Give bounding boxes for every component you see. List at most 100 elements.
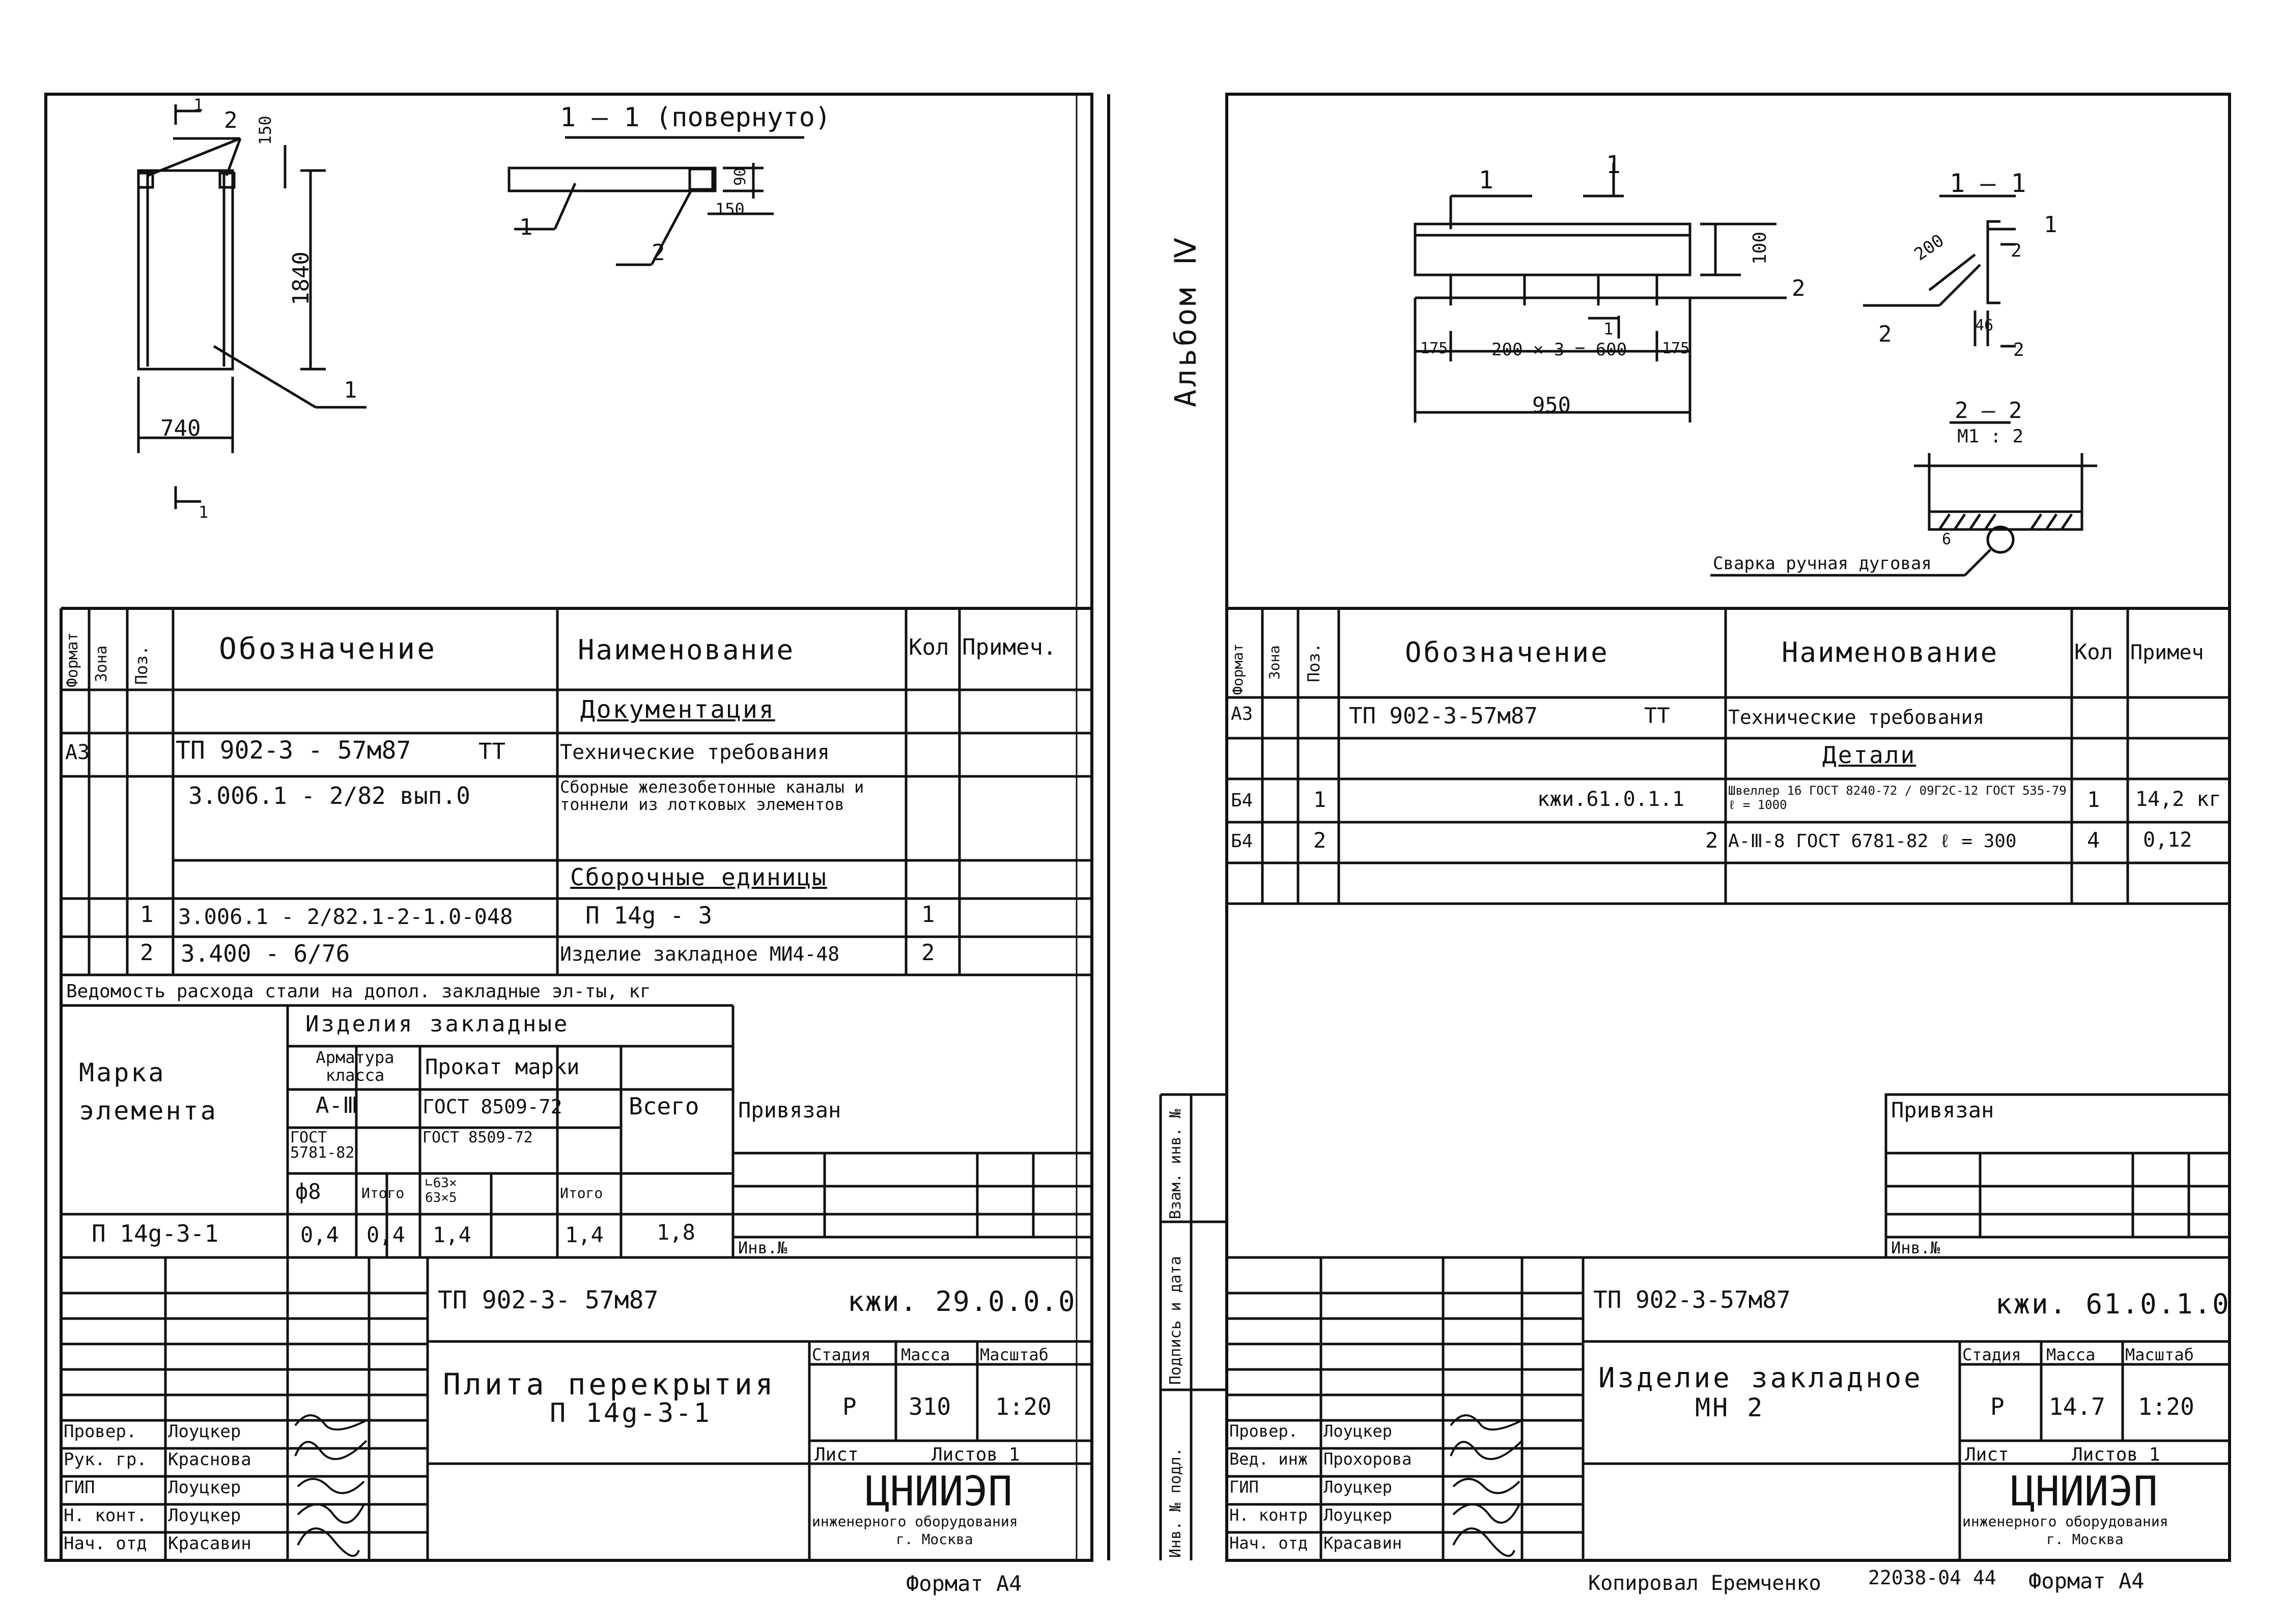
dim-150b: 150 bbox=[715, 200, 745, 219]
spec-row-oboz: 2 bbox=[1705, 828, 1718, 853]
sign-role: Нач. отд bbox=[64, 1533, 147, 1554]
hdr-naim: Наименование bbox=[578, 634, 795, 666]
spec-row-kol: 1 bbox=[921, 902, 935, 928]
spec-row-format: А3 bbox=[1231, 704, 1253, 724]
org-city: г. Москва bbox=[2046, 1531, 2124, 1548]
dim-175b: 175 bbox=[1662, 340, 1690, 357]
list-label: Лист bbox=[814, 1444, 859, 1465]
section-mark-2b: 2 bbox=[2013, 340, 2024, 360]
privyazan-label: Привязан bbox=[738, 1098, 841, 1123]
dim-6: 6 bbox=[1942, 530, 1952, 548]
spec-row-format: Б4 bbox=[1231, 831, 1253, 852]
sign-role: Провер. bbox=[1229, 1421, 1298, 1441]
sign-name: Лоуцкер bbox=[168, 1477, 241, 1498]
spec-row-oboz: ТП 902-3-57м87 bbox=[1349, 703, 1538, 729]
leader-pos1: 1 bbox=[344, 377, 357, 403]
spec-row-assembly: Сборочные единицы bbox=[570, 863, 827, 891]
dim-950: 950 bbox=[1532, 393, 1571, 417]
spec-row-poz: 1 bbox=[140, 902, 154, 928]
stadia-value: Р bbox=[842, 1393, 857, 1420]
masshtab-header: Масштаб bbox=[2125, 1345, 2194, 1364]
massa-header: Масса bbox=[901, 1345, 950, 1364]
sign-name: Лоуцкер bbox=[1323, 1477, 1392, 1497]
steel-table-title: Ведомость расхода стали на допол. заклад… bbox=[66, 981, 651, 1002]
masshtab-value: 1:20 bbox=[2138, 1393, 2194, 1420]
hdr-naim: Наименование bbox=[1782, 636, 1999, 668]
spec-row-doc: Документация bbox=[580, 695, 775, 724]
org-sub: инженерного оборудования bbox=[1962, 1513, 2168, 1530]
leader-pos2: 2 bbox=[1792, 275, 1806, 301]
massa-value: 310 bbox=[909, 1393, 951, 1420]
section-mark-bottom: 1 bbox=[199, 502, 209, 522]
left-spec-grid bbox=[61, 608, 1092, 1560]
spec-row-naim: П 14g - 3 bbox=[585, 902, 713, 929]
sign-name: Лоуцкер bbox=[168, 1421, 241, 1442]
spec-row-kol: 1 bbox=[2087, 787, 2100, 812]
signature-marks bbox=[294, 1414, 1523, 1557]
format-label: Формат А4 bbox=[2028, 1569, 2145, 1593]
sheet-number: 22038-04 44 bbox=[1868, 1566, 1996, 1589]
hdr-prim: Примеч. bbox=[962, 634, 1057, 660]
stadia-value: Р bbox=[1990, 1393, 2005, 1420]
steel-mark-label: Марка элемента bbox=[79, 1058, 218, 1126]
hdr-zona: Зона bbox=[93, 645, 110, 682]
sign-role: Н. контр bbox=[1229, 1505, 1308, 1525]
doc-code: ТП 902-3- 57м87 bbox=[438, 1286, 659, 1314]
hdr-kol: Кол bbox=[909, 634, 949, 660]
copied-by: Копировал Еремченко bbox=[1588, 1572, 1821, 1595]
spec-row-oboz: 3.006.1 - 2/82.1-2-1.0-048 bbox=[178, 904, 513, 929]
right-spec-grid bbox=[1227, 608, 2231, 1560]
drawing-title: Плита перекрытия bbox=[443, 1367, 776, 1402]
section-label: 1 – 1 (повернуто) bbox=[560, 102, 831, 133]
section-22-label: 2 – 2 bbox=[1955, 398, 2022, 424]
section-cut: 1 bbox=[1603, 319, 1614, 339]
spec-row-oboz2: ТТ bbox=[478, 739, 505, 765]
steel-row-v3: 1,4 bbox=[433, 1222, 471, 1247]
drawing-title-2: МН 2 bbox=[1695, 1393, 1765, 1422]
masshtab-header: Масштаб bbox=[980, 1345, 1049, 1364]
stamp-podpis: Подпись и дата bbox=[1167, 1256, 1185, 1385]
hdr-format: Формат bbox=[1229, 643, 1246, 695]
org-city: г. Москва bbox=[896, 1531, 973, 1548]
dim-600: 200 × 3 = 600 bbox=[1491, 340, 1627, 360]
listov-label: Листов 1 bbox=[932, 1444, 1020, 1465]
dim-175a: 175 bbox=[1420, 340, 1448, 357]
section-1-1-drawing bbox=[507, 136, 804, 266]
section-11-label: 1 – 1 bbox=[1950, 169, 2026, 198]
inv-label: Инв.№ bbox=[738, 1238, 787, 1257]
sign-role: Нач. отд bbox=[1229, 1533, 1308, 1553]
spec-row-oboz: кжи.61.0.1.1 bbox=[1537, 788, 1684, 811]
sheet-code: кжи. 61.0.1.0 bbox=[1995, 1288, 2231, 1320]
drawing-title-2: П 14g-3-1 bbox=[550, 1398, 712, 1429]
leader-pos2: 2 bbox=[224, 107, 238, 133]
massa-header: Масса bbox=[2046, 1345, 2096, 1364]
spec-row-oboz: 3.006.1 - 2/82 вып.0 bbox=[188, 782, 470, 809]
org-name: ЦНИИЭП bbox=[865, 1468, 1012, 1515]
steel-a3: А-Ⅲ bbox=[316, 1093, 358, 1118]
spec-row-poz: 2 bbox=[140, 940, 154, 966]
weld-note: Сварка ручная дуговая bbox=[1713, 553, 1932, 574]
dim-740: 740 bbox=[160, 415, 201, 441]
spec-row-naim: Технические требования bbox=[560, 741, 830, 764]
spec-row-naim: Сборные железобетонные каналы и тоннели … bbox=[560, 777, 864, 814]
doc-code: ТП 902-3-57м87 bbox=[1593, 1286, 1791, 1313]
album-label: Альбом Ⅳ bbox=[1168, 235, 1203, 407]
channel-elevation bbox=[1414, 163, 1787, 423]
spec-row-kol: 2 bbox=[921, 940, 935, 966]
steel-arm-class: Арматура класса bbox=[316, 1048, 394, 1085]
section-2-2-weld bbox=[1710, 421, 2097, 577]
hdr-format: Формат bbox=[64, 632, 81, 687]
drawing-title: Изделие закладное bbox=[1598, 1362, 1923, 1394]
spec-row-naim: А-Ⅲ-8 ГОСТ 6781-82 ℓ = 300 bbox=[1728, 831, 2017, 852]
sign-role: Провер. bbox=[64, 1421, 137, 1442]
plate-elevation bbox=[137, 104, 366, 509]
steel-prokat: Прокат марки bbox=[425, 1054, 580, 1079]
section-mark: 1 bbox=[1606, 151, 1621, 179]
spec-row-oboz: ТП 902-3 - 57м87 bbox=[176, 736, 411, 765]
list-label: Лист bbox=[1965, 1444, 2009, 1465]
hdr-oboz: Обозначение bbox=[219, 631, 437, 666]
massa-value: 14.7 bbox=[2049, 1393, 2105, 1420]
hdr-oboz: Обозначение bbox=[1405, 636, 1610, 668]
sign-name: Красавин bbox=[1323, 1533, 1402, 1553]
hdr-kol: Кол bbox=[2074, 639, 2113, 664]
